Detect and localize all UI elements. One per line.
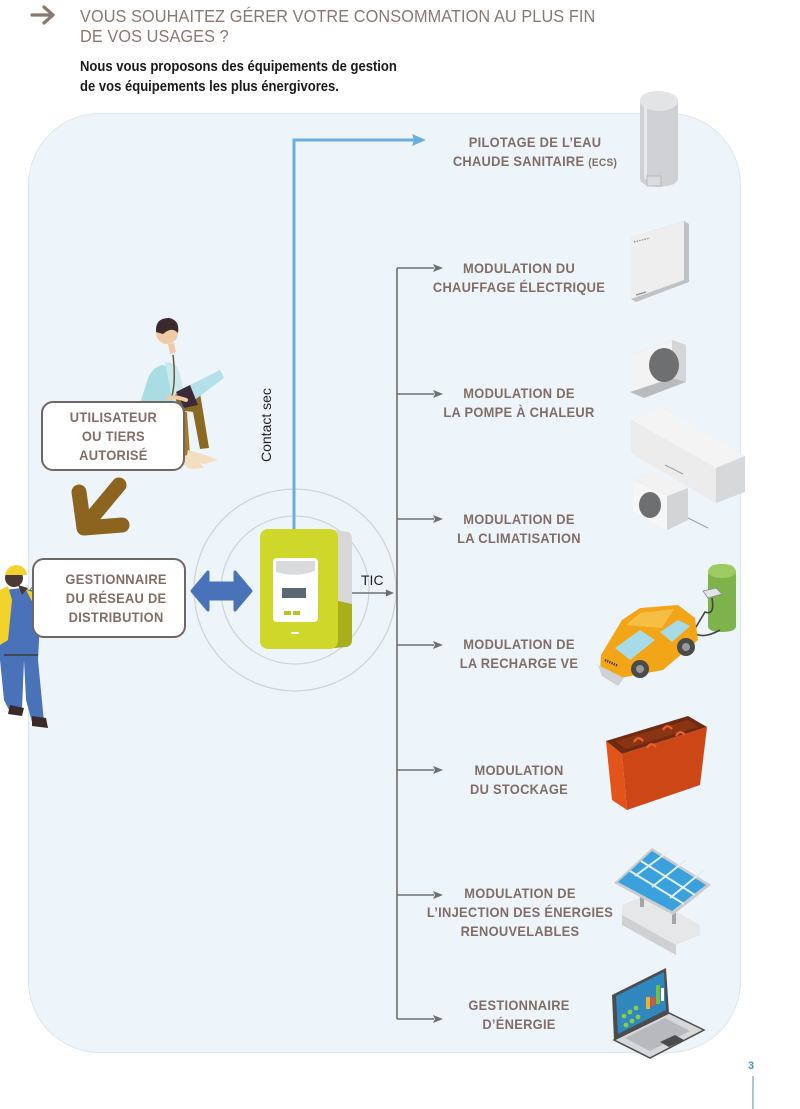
usage-suffix: (ECS) (588, 157, 618, 169)
user-label-line-2: OU TIERS (81, 427, 145, 444)
usage-line: MODULATION DE (463, 385, 575, 401)
operator-label: GESTIONNAIRE DU RÉSEAU DE DISTRIBUTION (65, 570, 166, 627)
usage-line: RENOUVELABLES (460, 923, 580, 939)
branch-arrowhead (433, 641, 443, 649)
operator-label-line-3: DISTRIBUTION (68, 608, 164, 625)
user-label-line-1: UTILISATEUR (69, 408, 157, 425)
contact-sec-label: Contact sec (258, 388, 274, 462)
energy-manager-laptop-icon (612, 968, 706, 1059)
usage-label-air-conditioning: MODULATION DE LA CLIMATISATION (419, 510, 620, 548)
branch-arrowhead (433, 264, 443, 272)
operator-label-line-1: GESTIONNAIRE (65, 570, 167, 587)
usage-line: DU STOCKAGE (470, 781, 568, 797)
branch-arrowhead (433, 1015, 443, 1023)
user-bubble: UTILISATEUR OU TIERS AUTORISÉ (41, 401, 185, 471)
user-label-line-3: AUTORISÉ (78, 446, 148, 463)
usage-label-ecs: PILOTAGE DE L’EAU CHAUDE SANITAIRE (ECS) (415, 133, 654, 173)
usage-line-text: CHAUDE SANITAIRE (452, 153, 585, 169)
usage-line: MODULATION DE (464, 885, 576, 901)
contact-line (292, 138, 418, 540)
branch-arrowhead (433, 390, 443, 398)
branch-arrows (397, 264, 443, 1023)
usage-line: LA POMPE À CHALEUR (443, 404, 595, 420)
page-title: VOUS SOUHAITEZ GÉRER VOTRE CONSOMMATION … (80, 6, 638, 46)
water-heater-icon (640, 91, 678, 187)
operator-bubble: GESTIONNAIRE DU RÉSEAU DE DISTRIBUTION (32, 558, 186, 638)
page-subtitle: Nous vous proposons des équipements de g… (80, 57, 494, 97)
heat-pump-icon (630, 340, 686, 398)
right-arrow-icon (30, 5, 55, 25)
usage-line: GESTIONNAIRE (468, 997, 570, 1013)
air-conditioner-icon (631, 407, 745, 530)
subtitle-line-1: Nous vous proposons des équipements de g… (80, 59, 397, 75)
usage-line: MODULATION DE (463, 511, 575, 527)
usage-line: CHAUDE SANITAIRE (ECS) (415, 152, 654, 173)
usage-line: CHAUFFAGE ÉLECTRIQUE (432, 279, 606, 295)
user-label: UTILISATEUR OU TIERS AUTORISÉ (69, 408, 156, 465)
usage-label-renewables: MODULATION DE L’INJECTION DES ÉNERGIES R… (410, 884, 631, 941)
user-person-icon (141, 318, 224, 469)
title-line-1: VOUS SOUHAITEZ GÉRER VOTRE CONSOMMATION … (80, 6, 596, 26)
usage-line: MODULATION DE (463, 636, 575, 652)
subtitle-line-2: de vos équipements les plus énergivores. (80, 79, 339, 95)
solar-panel-icon (614, 848, 711, 955)
usage-label-energy-manager: GESTIONNAIRE D’ÉNERGIE (419, 996, 620, 1034)
usage-line: D’ÉNERGIE (482, 1016, 556, 1032)
operator-label-line-2: DU RÉSEAU DE (65, 589, 167, 606)
usage-label-ev-charging: MODULATION DE LA RECHARGE VE (419, 635, 620, 673)
usage-label-storage: MODULATION DU STOCKAGE (419, 761, 620, 799)
title-line-2: DE VOS USAGES ? (80, 26, 229, 46)
electric-radiator-icon (631, 221, 689, 302)
electric-car-charging-icon (598, 564, 736, 686)
tic-arrowhead (386, 589, 394, 597)
double-arrow-icon (190, 570, 253, 612)
usage-line: MODULATION (474, 762, 564, 778)
contact-arrowhead (412, 134, 426, 146)
page-number: 3 (748, 1060, 755, 1072)
usage-label-heat-pump: MODULATION DE LA POMPE À CHALEUR (419, 384, 620, 422)
brown-arrow-icon (71, 477, 130, 536)
smart-meter-icon (260, 529, 352, 649)
usage-line: LA RECHARGE VE (459, 655, 579, 671)
usage-line: MODULATION DU (462, 260, 576, 276)
usage-label-heating: MODULATION DU CHAUFFAGE ÉLECTRIQUE (419, 259, 620, 297)
storage-tank-icon (606, 716, 707, 810)
usage-line: PILOTAGE DE L’EAU (468, 134, 602, 150)
usage-line: LA CLIMATISATION (457, 530, 581, 546)
branch-arrowhead (433, 515, 443, 523)
branch-arrowhead (433, 891, 443, 899)
page-number-rule (752, 1076, 754, 1109)
usage-line: L’INJECTION DES ÉNERGIES (426, 904, 614, 920)
tic-label: TIC (361, 572, 384, 588)
branch-arrowhead (433, 766, 443, 774)
